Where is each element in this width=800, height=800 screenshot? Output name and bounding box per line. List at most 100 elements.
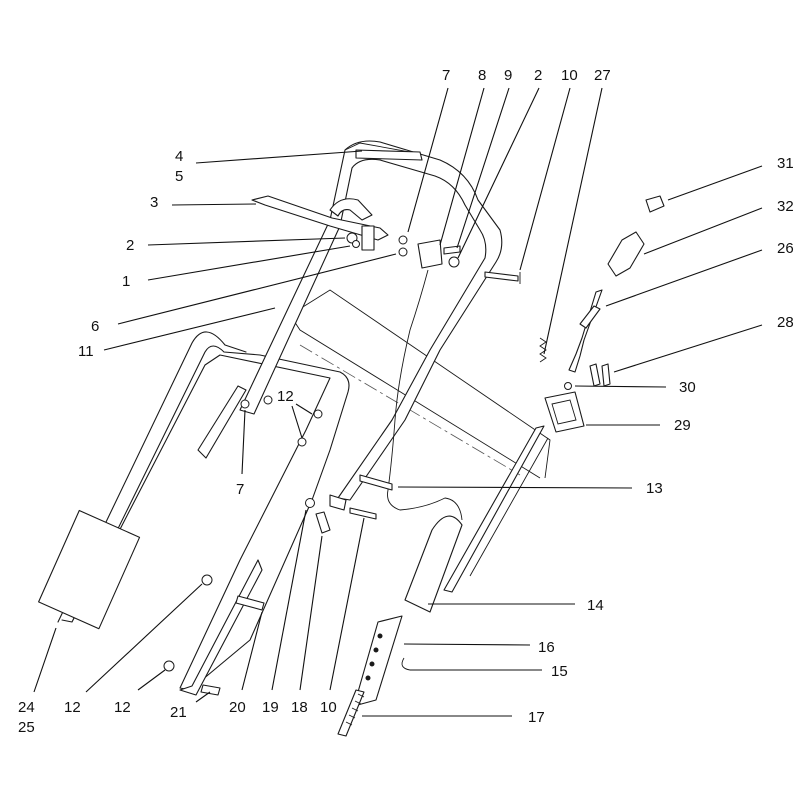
- screw-18: [315, 511, 331, 534]
- leader-10-bot: [329, 517, 365, 691]
- leader-24: [33, 627, 57, 693]
- leader-10-top: [519, 87, 571, 271]
- leader-12-bl1: [85, 583, 203, 693]
- callout-27: 27: [594, 67, 611, 84]
- callout-17: 17: [528, 709, 545, 726]
- top-grip-bar: [355, 149, 423, 161]
- callout-29: 29: [674, 417, 691, 434]
- bracket-29: [544, 391, 585, 433]
- washer-2-top: [448, 256, 460, 268]
- leader-2-top: [457, 87, 540, 259]
- spring-rod-17: [337, 689, 365, 737]
- callout-2-left: 2: [126, 237, 134, 254]
- callout-12-bl1: 12: [64, 699, 81, 716]
- callout-labels: 7 8 9 2 10 27 4 5 3 2 1 6 11 31 32 26 28…: [18, 67, 794, 736]
- lower-handle-right-arm: [179, 559, 263, 696]
- callout-14: 14: [587, 597, 604, 614]
- bail-hook: [329, 198, 373, 221]
- leader-13: [397, 486, 633, 489]
- plate-hole-4: [365, 675, 371, 681]
- callout-30: 30: [679, 379, 696, 396]
- cap-31: [645, 195, 665, 213]
- leader-7-top: [407, 87, 449, 233]
- bracket-29-window: [551, 399, 577, 425]
- bolt-20: [235, 595, 265, 611]
- nut-12-bl2: [163, 660, 175, 672]
- bag-outline-upper: [289, 289, 551, 479]
- bolt-21: [200, 684, 221, 696]
- leader-12-bl2: [137, 669, 166, 691]
- leader-19: [271, 509, 307, 691]
- bracket-lower-right: [329, 494, 347, 511]
- callout-26: 26: [777, 240, 794, 257]
- leader-7-mid: [241, 409, 246, 475]
- bolt-10-top: [484, 271, 519, 282]
- rod-26: [568, 289, 603, 373]
- callout-4: 4: [175, 148, 183, 165]
- control-cable: [387, 269, 463, 521]
- leader-6: [117, 253, 397, 325]
- leader-26: [605, 249, 763, 307]
- bolt-9: [443, 245, 461, 255]
- handle-sleeve-24: [38, 509, 141, 630]
- leader-18: [299, 535, 323, 691]
- leader-20: [241, 611, 263, 691]
- callout-7-mid: 7: [236, 481, 244, 498]
- leader-4: [195, 150, 363, 164]
- control-bail: [251, 195, 389, 241]
- plate-hole-2: [373, 647, 379, 653]
- callout-15: 15: [551, 663, 568, 680]
- spring-27: [539, 337, 547, 363]
- leader-21: [195, 691, 211, 703]
- leader-1: [147, 245, 351, 281]
- leader-3: [171, 203, 257, 206]
- nut-12-c: [297, 437, 307, 447]
- lever-grip-14: [404, 515, 463, 613]
- callout-21: 21: [170, 704, 187, 721]
- leader-30: [574, 385, 667, 388]
- upper-handle-body: [61, 345, 350, 691]
- callout-11: 11: [78, 343, 94, 360]
- rod-26-bend: [579, 305, 601, 329]
- side-bracket-7: [197, 385, 247, 459]
- callout-24: 24: [18, 699, 35, 716]
- callout-7-top: 7: [442, 67, 450, 84]
- callout-2-top: 2: [534, 67, 542, 84]
- plate-hole-3: [369, 661, 375, 667]
- adjuster-long-rod: [443, 425, 545, 593]
- bracket-plate-right: [417, 239, 443, 269]
- callout-25: 25: [18, 719, 35, 736]
- link-plate-16: [353, 615, 403, 707]
- bolt-13: [359, 474, 393, 491]
- nut-12-bl1: [201, 574, 213, 586]
- callout-3: 3: [150, 194, 158, 211]
- leader-lines: [33, 87, 763, 717]
- plate-hole-1: [377, 633, 383, 639]
- nut-6: [398, 247, 408, 257]
- bolt-10-bottom: [349, 507, 377, 520]
- callout-12-mid: 12: [277, 388, 294, 405]
- leader-12-mid-b: [291, 405, 303, 439]
- callout-12-bl2: 12: [114, 699, 131, 716]
- callout-9: 9: [504, 67, 512, 84]
- leader-28: [613, 324, 763, 373]
- callout-28: 28: [777, 314, 794, 331]
- bracket-plate-left: [361, 225, 375, 251]
- callout-18: 18: [291, 699, 308, 716]
- nut-1: [352, 240, 360, 248]
- callout-8: 8: [478, 67, 486, 84]
- nut-12-b: [313, 409, 323, 419]
- callout-10-bot: 10: [320, 699, 337, 716]
- leader-27: [543, 87, 603, 355]
- leader-11: [103, 307, 276, 351]
- callout-13: 13: [646, 480, 663, 497]
- clip-15: [401, 657, 411, 671]
- grip-32: [607, 231, 645, 277]
- leader-9: [456, 87, 510, 249]
- adjuster-rod-parallel: [469, 437, 549, 577]
- callout-5: 5: [175, 168, 183, 185]
- callout-31: 31: [777, 155, 794, 172]
- callout-10-top: 10: [561, 67, 578, 84]
- callout-1: 1: [122, 273, 130, 290]
